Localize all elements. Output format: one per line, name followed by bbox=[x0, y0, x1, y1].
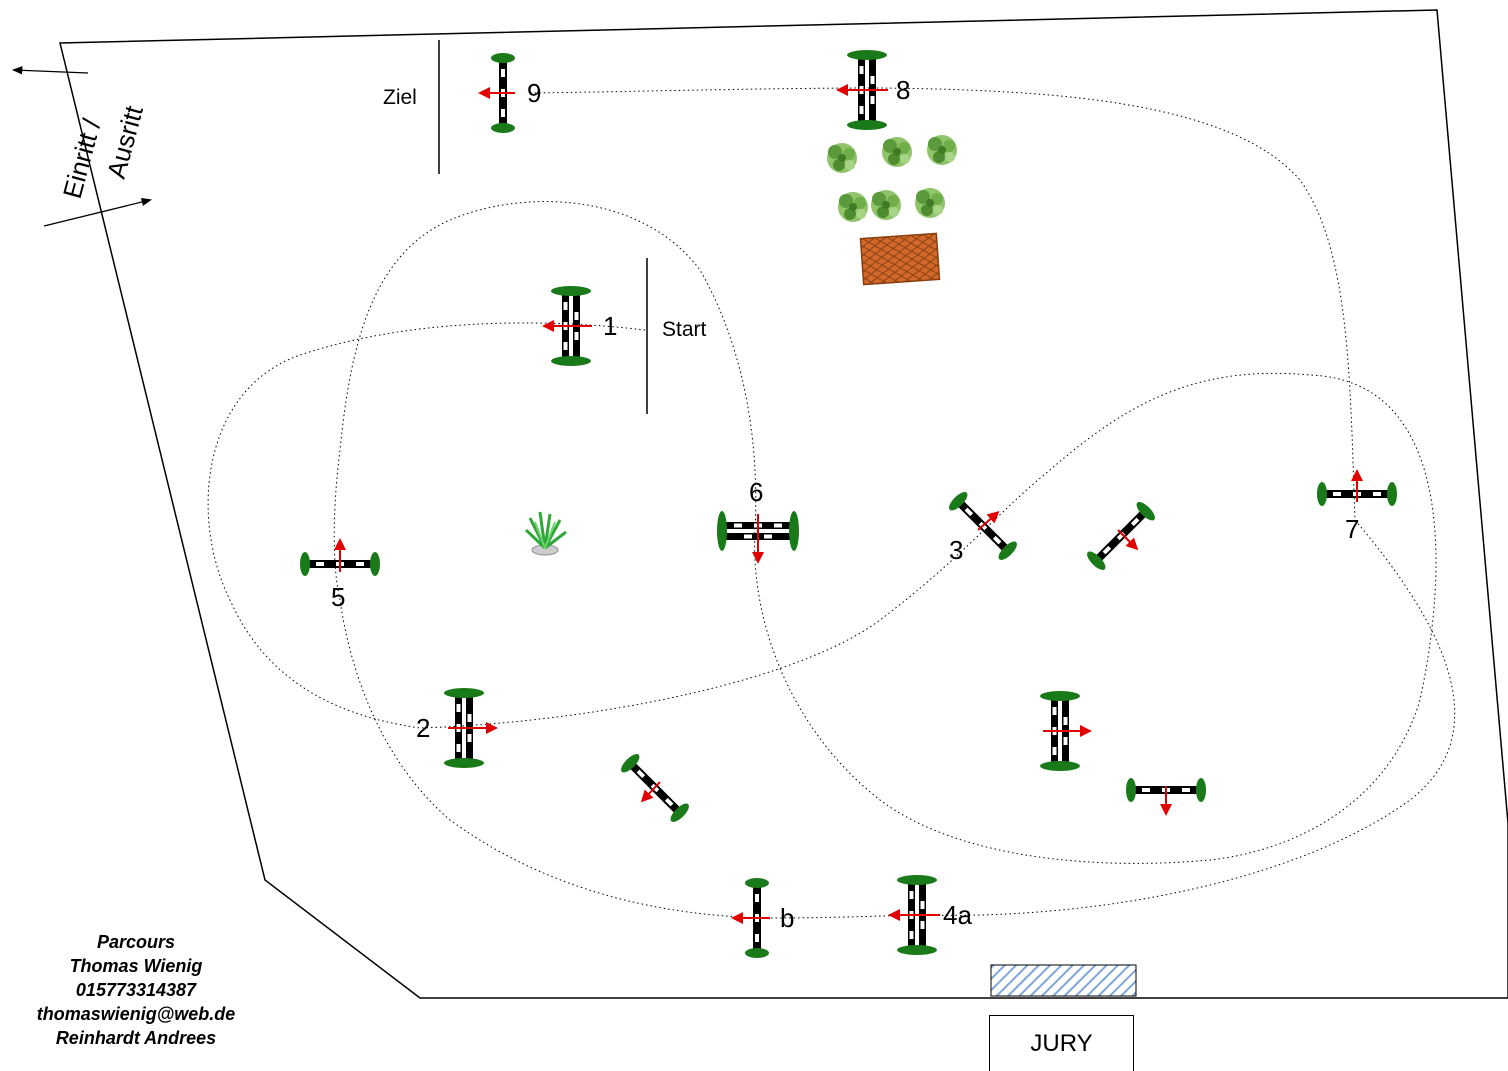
obstacle-7-number: 7 bbox=[1345, 514, 1359, 544]
obstacle-3-number: 3 bbox=[949, 535, 963, 565]
finish-label: Ziel bbox=[383, 86, 417, 109]
obstacle-b-number: b bbox=[780, 903, 794, 933]
arena-boundary bbox=[59, 9, 1508, 999]
credits-phone: 015773314387 bbox=[75, 980, 197, 1000]
unused-obstacle bbox=[1084, 499, 1158, 573]
jury-label: JURY bbox=[1030, 1029, 1093, 1057]
exit-label: Ausritt bbox=[101, 102, 149, 182]
obstacle-9-number: 9 bbox=[527, 78, 541, 108]
obstacle-1-number: 1 bbox=[603, 311, 617, 341]
jury-label-box: JURY bbox=[989, 1015, 1134, 1071]
credits-designer: Thomas Wienig bbox=[69, 956, 203, 976]
start-label: Start bbox=[662, 318, 707, 341]
credits-email: thomaswienig@web.de bbox=[36, 1004, 236, 1024]
shrub-decoration bbox=[827, 135, 957, 222]
jump-direction-arrow bbox=[977, 511, 1000, 531]
obstacle-8-number: 8 bbox=[896, 75, 910, 105]
obstacle-5-number: 5 bbox=[331, 582, 345, 612]
credits-title: Parcours bbox=[96, 932, 176, 952]
obstacle-2-number: 2 bbox=[416, 713, 430, 743]
jury-stand bbox=[990, 964, 1137, 997]
obstacle-6-number: 6 bbox=[749, 477, 763, 507]
grass-decoration bbox=[524, 511, 567, 556]
exit-arrow bbox=[43, 197, 153, 227]
riding-route bbox=[207, 87, 1456, 919]
credits-assistant: Reinhardt Andrees bbox=[55, 1028, 217, 1048]
jump-direction-arrow bbox=[640, 781, 661, 803]
obstacle-4a-number: 4a bbox=[943, 900, 972, 930]
course-credits: Parcours Thomas Wienig 015773314387 thom… bbox=[0, 930, 272, 1050]
entrance-arrow bbox=[11, 66, 89, 75]
water-tray bbox=[859, 232, 941, 286]
entrance-label: Einritt / bbox=[57, 115, 107, 202]
jump-direction-arrow bbox=[1117, 529, 1139, 551]
